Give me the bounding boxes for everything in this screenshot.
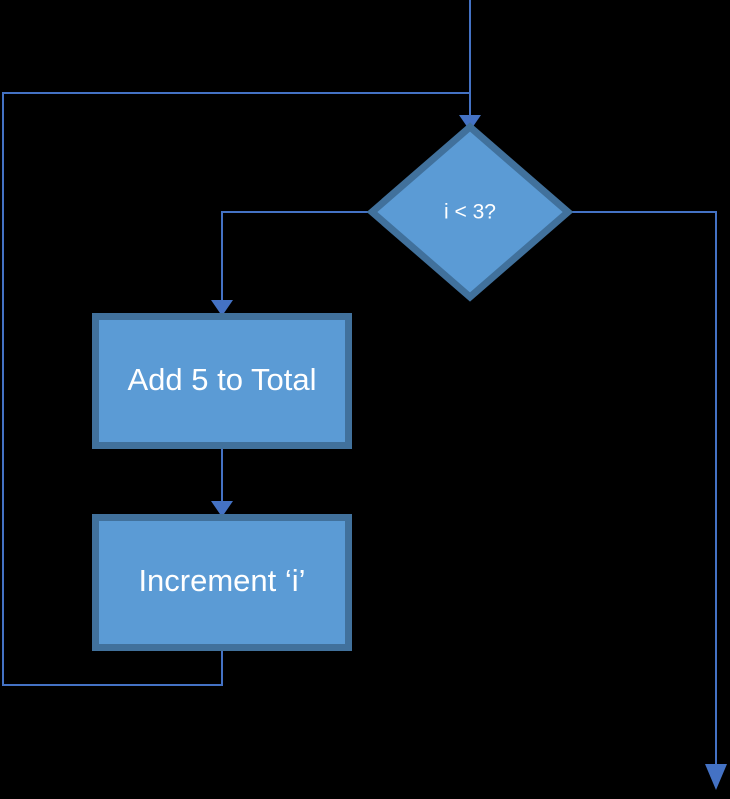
- connector-loop-back-into-decision: [2, 92, 470, 686]
- connector-decision-true-to-add-total: [221, 211, 372, 310]
- arrowhead-add-total-to-increment: [211, 501, 233, 517]
- decision-diamond-shape[interactable]: [366, 122, 574, 302]
- add-total-rect-shape[interactable]: [92, 313, 352, 449]
- arrowhead-decision-true-to-add-total: [211, 300, 233, 316]
- increment-label: Increment ‘i’: [138, 563, 305, 598]
- decision-label: i < 3?: [444, 201, 496, 224]
- increment-rect-shape[interactable]: [92, 514, 352, 651]
- add-total-label: Add 5 to Total: [127, 362, 316, 397]
- connector-decision-false-to-exit: [568, 211, 717, 782]
- node-increment[interactable]: Increment ‘i’: [92, 514, 352, 651]
- node-decision[interactable]: i < 3?: [366, 122, 574, 302]
- arrowhead-decision-false-to-exit: [705, 764, 727, 790]
- node-add-total[interactable]: Add 5 to Total: [92, 313, 352, 449]
